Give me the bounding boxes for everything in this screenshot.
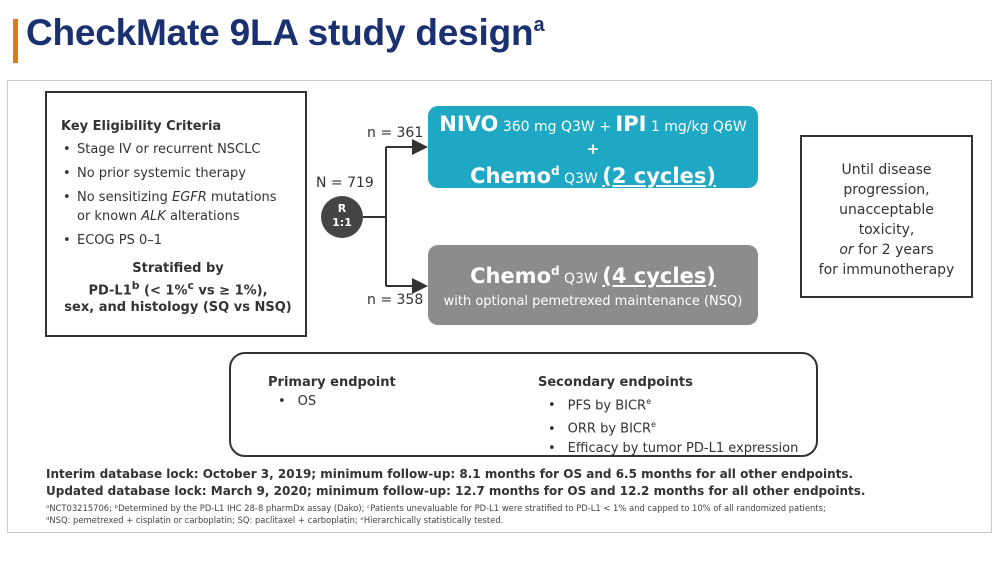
arm2-n-label: n = 358 <box>367 292 424 308</box>
database-lock-notes: Interim database lock: October 3, 2019; … <box>46 466 866 500</box>
slide-frame <box>7 80 992 533</box>
footnote-line: ᵃNCT03215706; ᵇDetermined by the PD-L1 I… <box>46 503 826 513</box>
arm2-maintenance: with optional pemetrexed maintenance (NS… <box>443 294 743 309</box>
eligibility-item: Stage IV or recurrent NSCLC <box>61 140 295 159</box>
footnotes: ᵃNCT03215706; ᵇDetermined by the PD-L1 I… <box>46 502 826 526</box>
secondary-endpoint-item: PFS by BICRe <box>538 392 798 415</box>
eligibility-item: ECOG PS 0–1 <box>61 231 295 250</box>
primary-endpoint-column: Primary endpoint OS <box>268 373 396 411</box>
arm1-plus: + <box>586 140 600 158</box>
eligibility-item: No prior systemic therapy <box>61 164 295 183</box>
secondary-endpoint-item: ORR by BICRe <box>538 415 798 438</box>
page-title: CheckMate 9LA study designa <box>26 12 545 53</box>
endpoints-box: Primary endpoint OS Secondary endpoints … <box>229 352 818 457</box>
primary-endpoint-heading: Primary endpoint <box>268 375 396 390</box>
total-n-label: N = 719 <box>316 175 374 191</box>
eligibility-list: Stage IV or recurrent NSCLC No prior sys… <box>61 140 295 250</box>
arm2-box: Chemod Q3W (4 cycles) with optional peme… <box>428 245 758 325</box>
arm1-box: NIVO 360 mg Q3W + IPI 1 mg/kg Q6W + Chem… <box>428 106 758 188</box>
interim-lock-note: Interim database lock: October 3, 2019; … <box>46 467 854 481</box>
arm1-regimen: NIVO 360 mg Q3W + IPI 1 mg/kg Q6W <box>439 112 747 136</box>
primary-endpoint-item: OS <box>268 392 396 411</box>
title-accent-bar <box>13 19 18 63</box>
secondary-endpoints-heading: Secondary endpoints <box>538 375 693 390</box>
eligibility-box: Key Eligibility Criteria Stage IV or rec… <box>45 91 307 337</box>
updated-lock-note: Updated database lock: March 9, 2020; mi… <box>46 484 866 498</box>
arm1-n-label: n = 361 <box>367 125 424 141</box>
secondary-endpoint-item: Efficacy by tumor PD-L1 expression <box>538 439 799 458</box>
eligibility-heading: Key Eligibility Criteria <box>61 119 222 134</box>
stratification-text: Stratified by PD-L1b (< 1%c vs ≥ 1%), se… <box>64 261 292 316</box>
arm1-chemo: Chemod Q3W (2 cycles) <box>470 164 716 188</box>
treatment-duration-box: Until disease progression, unacceptable … <box>800 135 973 298</box>
secondary-endpoints-column: Secondary endpoints PFS by BICRe ORR by … <box>538 373 798 458</box>
footnote-line: ᵈNSQ: pemetrexed + cisplatin or carbopla… <box>46 515 504 525</box>
arm2-chemo: Chemod Q3W (4 cycles) <box>470 264 716 288</box>
